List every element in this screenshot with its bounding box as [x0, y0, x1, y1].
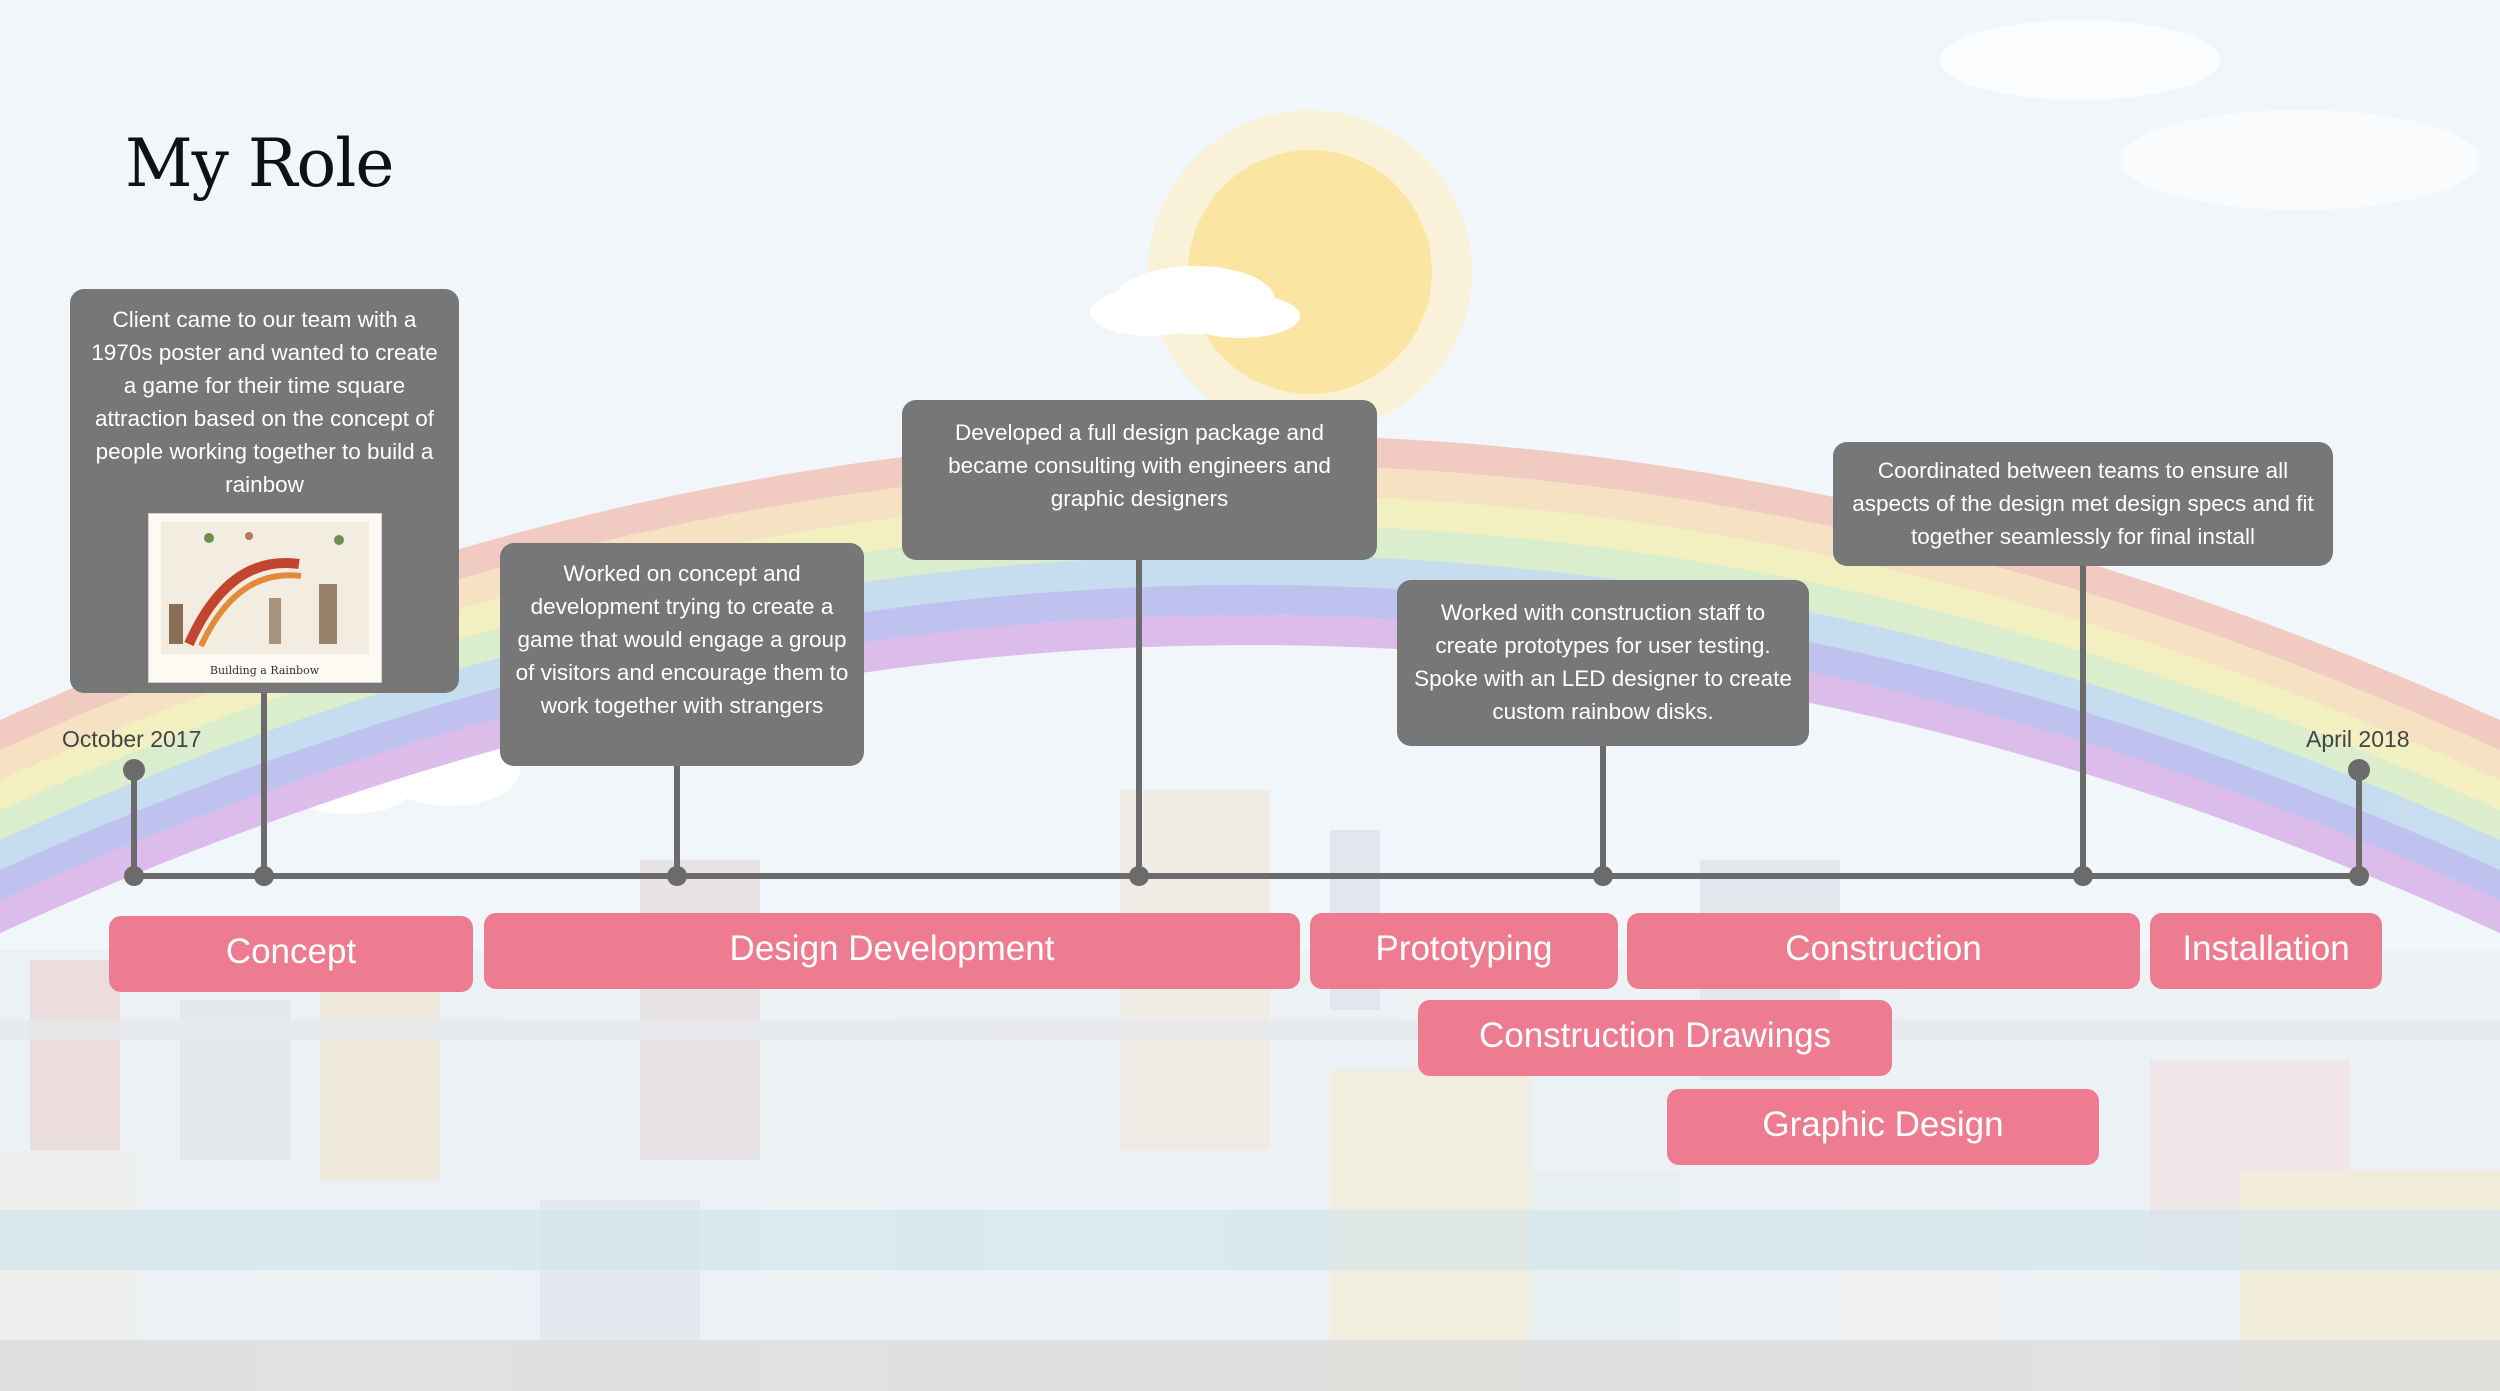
callout-text: Developed a full design package and beca… — [948, 420, 1331, 511]
callout-design-development: Worked on concept and development trying… — [500, 543, 864, 766]
phase-installation: Installation — [2150, 913, 2382, 989]
phase-construction: Construction — [1627, 913, 2140, 989]
phase-prototyping: Prototyping — [1310, 913, 1618, 989]
callout-text: Worked with construction staff to create… — [1414, 600, 1792, 724]
poster-illustration — [148, 514, 381, 682]
callout-text: Client came to our team with a 1970s pos… — [91, 307, 438, 497]
river — [0, 1210, 2500, 1270]
callout-text: Coordinated between teams to ensure all … — [1852, 458, 2314, 549]
callout-coordination: Coordinated between teams to ensure all … — [1833, 442, 2333, 566]
start-date-label: October 2017 — [62, 726, 202, 752]
callout-text: Worked on concept and development trying… — [515, 561, 849, 718]
poster-image: Building a Rainbow — [147, 513, 382, 683]
timeline-lines — [131, 560, 2362, 879]
phase-design-development: Design Development — [484, 913, 1300, 989]
callout-prototyping: Worked with construction staff to create… — [1397, 580, 1809, 746]
timeline-nodes — [123, 759, 2370, 886]
phase-construction-drawings: Construction Drawings — [1418, 1000, 1892, 1076]
road — [0, 1340, 2500, 1391]
bridge — [0, 1020, 2500, 1040]
phase-graphic-design: Graphic Design — [1667, 1089, 2099, 1165]
phase-concept: Concept — [109, 916, 473, 992]
callout-full-design-package: Developed a full design package and beca… — [902, 400, 1377, 560]
poster-caption: Building a Rainbow — [209, 664, 320, 677]
page-title: My Role — [125, 125, 394, 202]
callout-concept: Client came to our team with a 1970s pos… — [70, 289, 459, 693]
end-date-label: April 2018 — [2306, 726, 2410, 752]
